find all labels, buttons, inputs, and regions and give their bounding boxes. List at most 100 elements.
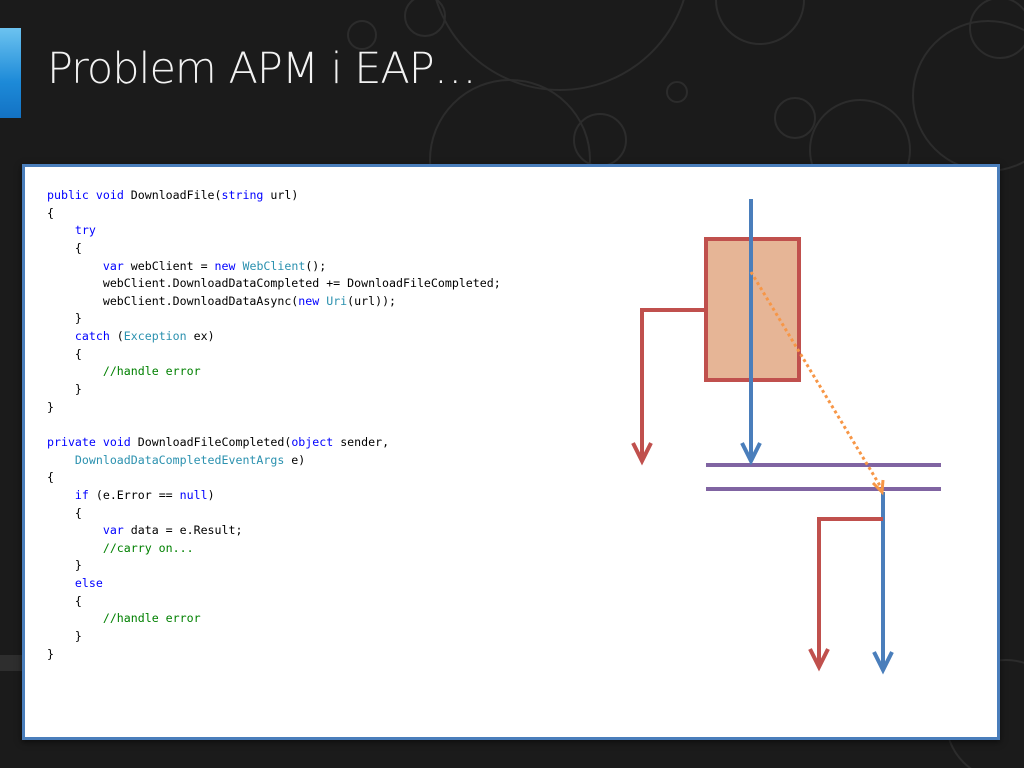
code-text: } <box>47 382 82 397</box>
code-text: e) <box>284 452 306 467</box>
code-comment: //carry on... <box>102 540 194 555</box>
code-text <box>47 364 103 378</box>
code-text <box>47 576 75 590</box>
code-line: } <box>47 399 501 417</box>
async-callback-arrowhead <box>871 479 885 496</box>
code-keyword: null <box>179 487 208 502</box>
code-text <box>47 488 75 502</box>
code-line: //carry on... <box>47 540 501 558</box>
title-accent-bar <box>0 28 21 118</box>
callback-error-branch <box>817 517 883 664</box>
code-text: } <box>47 646 54 661</box>
code-keyword: object <box>291 434 334 449</box>
code-text <box>47 611 103 625</box>
main-thread-arrowhead <box>740 442 762 466</box>
code-text: url) <box>263 188 299 202</box>
code-line: if (e.Error == null) <box>47 487 501 505</box>
content-panel: public void DownloadFile(string url){ tr… <box>22 164 1000 740</box>
code-text <box>47 453 75 467</box>
code-text <box>89 188 96 202</box>
code-comment: //handle error <box>102 364 201 379</box>
code-keyword: public <box>47 188 89 202</box>
code-line: webClient.DownloadDataCompleted += Downl… <box>47 275 501 293</box>
code-line: else <box>47 575 501 593</box>
slide-title: Problem APM i EAP… <box>47 44 477 94</box>
code-text <box>96 435 103 449</box>
code-line: { <box>47 205 501 223</box>
code-keyword: if <box>74 487 89 502</box>
code-line: } <box>47 628 501 646</box>
code-keyword: private <box>47 434 96 449</box>
code-text: ex) <box>186 329 215 344</box>
code-line: try <box>47 222 501 240</box>
code-text: { <box>47 240 82 255</box>
callback-error-arrowhead <box>808 648 830 672</box>
code-line: webClient.DownloadDataAsync(new Uri(url)… <box>47 293 501 311</box>
code-listing: public void DownloadFile(string url){ tr… <box>47 187 501 663</box>
code-comment: //handle error <box>102 611 201 626</box>
code-keyword: string <box>221 188 264 202</box>
code-text: { <box>47 470 54 485</box>
code-keyword: new <box>214 258 236 273</box>
code-text: } <box>47 311 82 326</box>
code-keyword: void <box>95 188 124 202</box>
code-type: Exception <box>123 329 187 344</box>
code-text: ) <box>207 487 215 502</box>
code-text: { <box>47 593 82 608</box>
code-text: { <box>47 505 82 520</box>
code-line: //handle error <box>47 363 501 381</box>
code-line: } <box>47 310 501 328</box>
code-text <box>47 329 75 343</box>
code-keyword: catch <box>74 329 110 344</box>
code-line: { <box>47 469 501 487</box>
code-line: //handle error <box>47 610 501 628</box>
code-line: private void DownloadFileCompleted(objec… <box>47 434 501 452</box>
code-text: } <box>47 399 54 414</box>
code-line: catch (Exception ex) <box>47 328 501 346</box>
code-text <box>47 259 103 273</box>
code-text: DownloadFileCompleted( <box>130 434 292 449</box>
code-text: (url)); <box>347 293 397 308</box>
code-text: data = e.Result; <box>123 523 243 538</box>
code-line: } <box>47 381 501 399</box>
code-line: var data = e.Result; <box>47 522 501 540</box>
code-text: } <box>47 558 82 573</box>
code-type: WebClient <box>242 258 306 273</box>
code-text: (); <box>305 258 327 273</box>
code-text: { <box>47 346 82 361</box>
code-line: { <box>47 593 501 611</box>
code-line: { <box>47 346 501 364</box>
code-text <box>47 541 103 555</box>
code-keyword: new <box>298 293 320 308</box>
code-line: var webClient = new WebClient(); <box>47 258 501 276</box>
code-type: Uri <box>326 293 348 308</box>
code-type: DownloadDataCompletedEventArgs <box>74 452 285 467</box>
code-text: { <box>47 205 54 220</box>
code-line: { <box>47 505 501 523</box>
code-keyword: var <box>102 258 124 273</box>
code-line: } <box>47 557 501 575</box>
code-keyword: void <box>102 434 131 449</box>
catch-arrowhead <box>631 442 653 466</box>
code-text <box>47 523 103 537</box>
code-text: } <box>47 629 82 644</box>
code-text: webClient = <box>123 258 215 273</box>
code-keyword: else <box>74 576 103 591</box>
code-text: webClient.DownloadDataAsync( <box>47 293 299 308</box>
code-text: sender, <box>333 434 390 449</box>
async-callback-dotted-arrow <box>749 271 884 490</box>
code-line: DownloadDataCompletedEventArgs e) <box>47 452 501 470</box>
code-line: { <box>47 240 501 258</box>
code-text <box>47 223 75 237</box>
code-text: webClient.DownloadDataCompleted += Downl… <box>47 276 501 291</box>
catch-branch <box>640 308 706 459</box>
code-text: ( <box>109 329 124 344</box>
code-line: public void DownloadFile(string url) <box>47 187 501 205</box>
code-keyword: var <box>102 523 124 538</box>
code-text: (e.Error == <box>88 487 180 502</box>
callback-thread-arrowhead <box>872 651 894 675</box>
async-flow-diagram <box>631 199 941 675</box>
code-line: } <box>47 646 501 664</box>
code-text: DownloadFile( <box>123 188 222 202</box>
code-keyword: try <box>74 223 96 238</box>
